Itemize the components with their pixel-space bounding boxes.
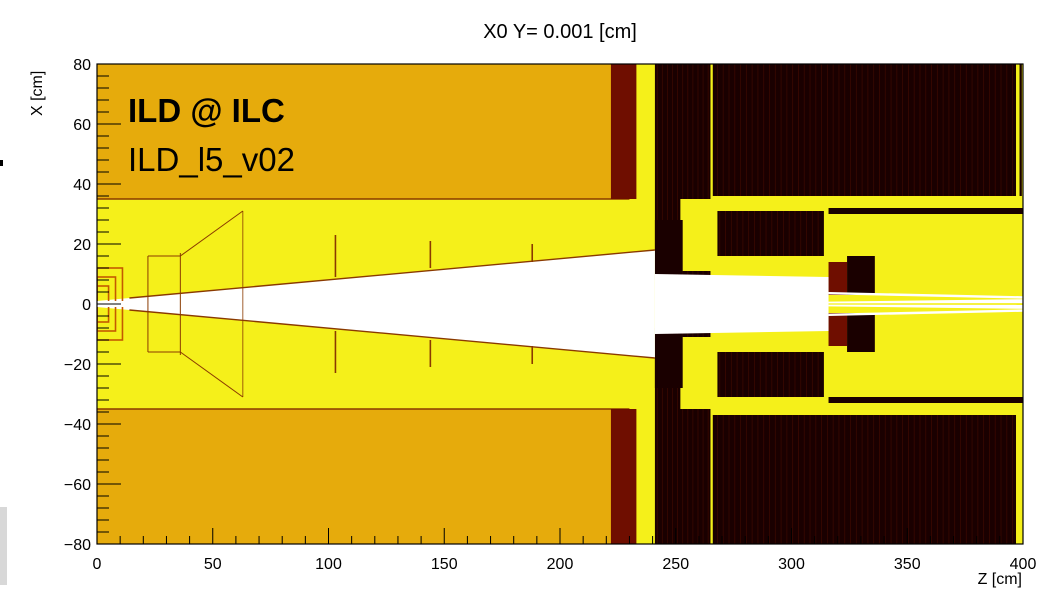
cone-edge-top bbox=[129, 249, 655, 299]
material-regions bbox=[97, 64, 1023, 544]
y-tick-label: 0 bbox=[82, 297, 91, 314]
tracker-line-d bbox=[180, 210, 244, 257]
edge-stripe-bottom bbox=[1016, 412, 1023, 544]
endcap-inner-top bbox=[654, 220, 683, 274]
yoke-top-hatch bbox=[717, 64, 1013, 196]
tracker-line-e bbox=[180, 351, 244, 398]
x-tick-label: 100 bbox=[315, 556, 342, 573]
y-axis-label: X [cm] bbox=[29, 71, 46, 116]
experiment-annotation: ILD @ ILC bbox=[128, 92, 285, 129]
endcap-gap-bottom bbox=[680, 337, 713, 409]
y-tick-label: −60 bbox=[64, 477, 91, 494]
beam-gap-bottom bbox=[828, 309, 1023, 316]
y-tick-label: 20 bbox=[73, 237, 91, 254]
bcal-block-bottom bbox=[847, 313, 875, 352]
lumical-bottom bbox=[717, 352, 824, 397]
y-tick-label: 60 bbox=[73, 117, 91, 134]
model-annotation: ILD_l5_v02 bbox=[128, 141, 295, 178]
outgoing-beam-top bbox=[828, 299, 1023, 304]
edge-stripe-top bbox=[1016, 64, 1023, 196]
bcal-block-top bbox=[847, 256, 875, 295]
endcap-block-bottom-hatch bbox=[656, 328, 709, 544]
chart-title: X0 Y= 0.001 [cm] bbox=[483, 21, 637, 43]
bcal-red-bottom bbox=[828, 313, 848, 346]
cone-edge-bottom bbox=[129, 309, 655, 359]
outgoing-beam-bottom bbox=[828, 304, 1023, 309]
beam-pipe-mid bbox=[654, 274, 829, 334]
x-tick-label: 250 bbox=[662, 556, 689, 573]
y-tick-label: −80 bbox=[64, 537, 91, 554]
x-tick-label: 350 bbox=[894, 556, 921, 573]
edge-line-top bbox=[1019, 64, 1022, 196]
x-tick-label: 400 bbox=[1010, 556, 1037, 573]
beam-pipe-cone bbox=[97, 250, 655, 358]
endcap-slab-top bbox=[610, 64, 637, 199]
endcap-slab-bottom bbox=[610, 409, 637, 544]
x-axis-label: Z [cm] bbox=[978, 571, 1022, 588]
y-tick-label: 40 bbox=[73, 177, 91, 194]
lumical-top-hatch bbox=[719, 211, 819, 256]
y-tick-label: 80 bbox=[73, 57, 91, 74]
endcap-gap-top bbox=[680, 199, 713, 271]
beam-gap-top bbox=[828, 292, 1023, 299]
left-edge-scroll-mark bbox=[0, 507, 7, 585]
y-tick-label: −20 bbox=[64, 357, 91, 374]
y-tick-label: −40 bbox=[64, 417, 91, 434]
lumical-bottom-hatch bbox=[719, 352, 819, 397]
forward-lower-line bbox=[828, 397, 1023, 403]
lumical-top bbox=[717, 211, 824, 256]
x-tick-label: 300 bbox=[778, 556, 805, 573]
x-tick-label: 150 bbox=[431, 556, 458, 573]
x-tick-label: 0 bbox=[93, 556, 102, 573]
x-axis: 0 50 100 150 200 250 300 350 400 bbox=[93, 528, 1037, 573]
left-edge-tick-mark bbox=[0, 160, 3, 166]
x-tick-label: 50 bbox=[204, 556, 222, 573]
bcal-red-top bbox=[828, 262, 848, 295]
yoke-bottom-hatch bbox=[717, 415, 1013, 544]
forward-upper-line bbox=[828, 208, 1023, 214]
endcap-inner-bottom bbox=[654, 334, 683, 388]
endcap-block-top-hatch bbox=[656, 64, 709, 280]
x-tick-label: 200 bbox=[547, 556, 574, 573]
y-axis: 80 60 40 20 0 −20 −40 −60 −80 bbox=[64, 57, 121, 554]
